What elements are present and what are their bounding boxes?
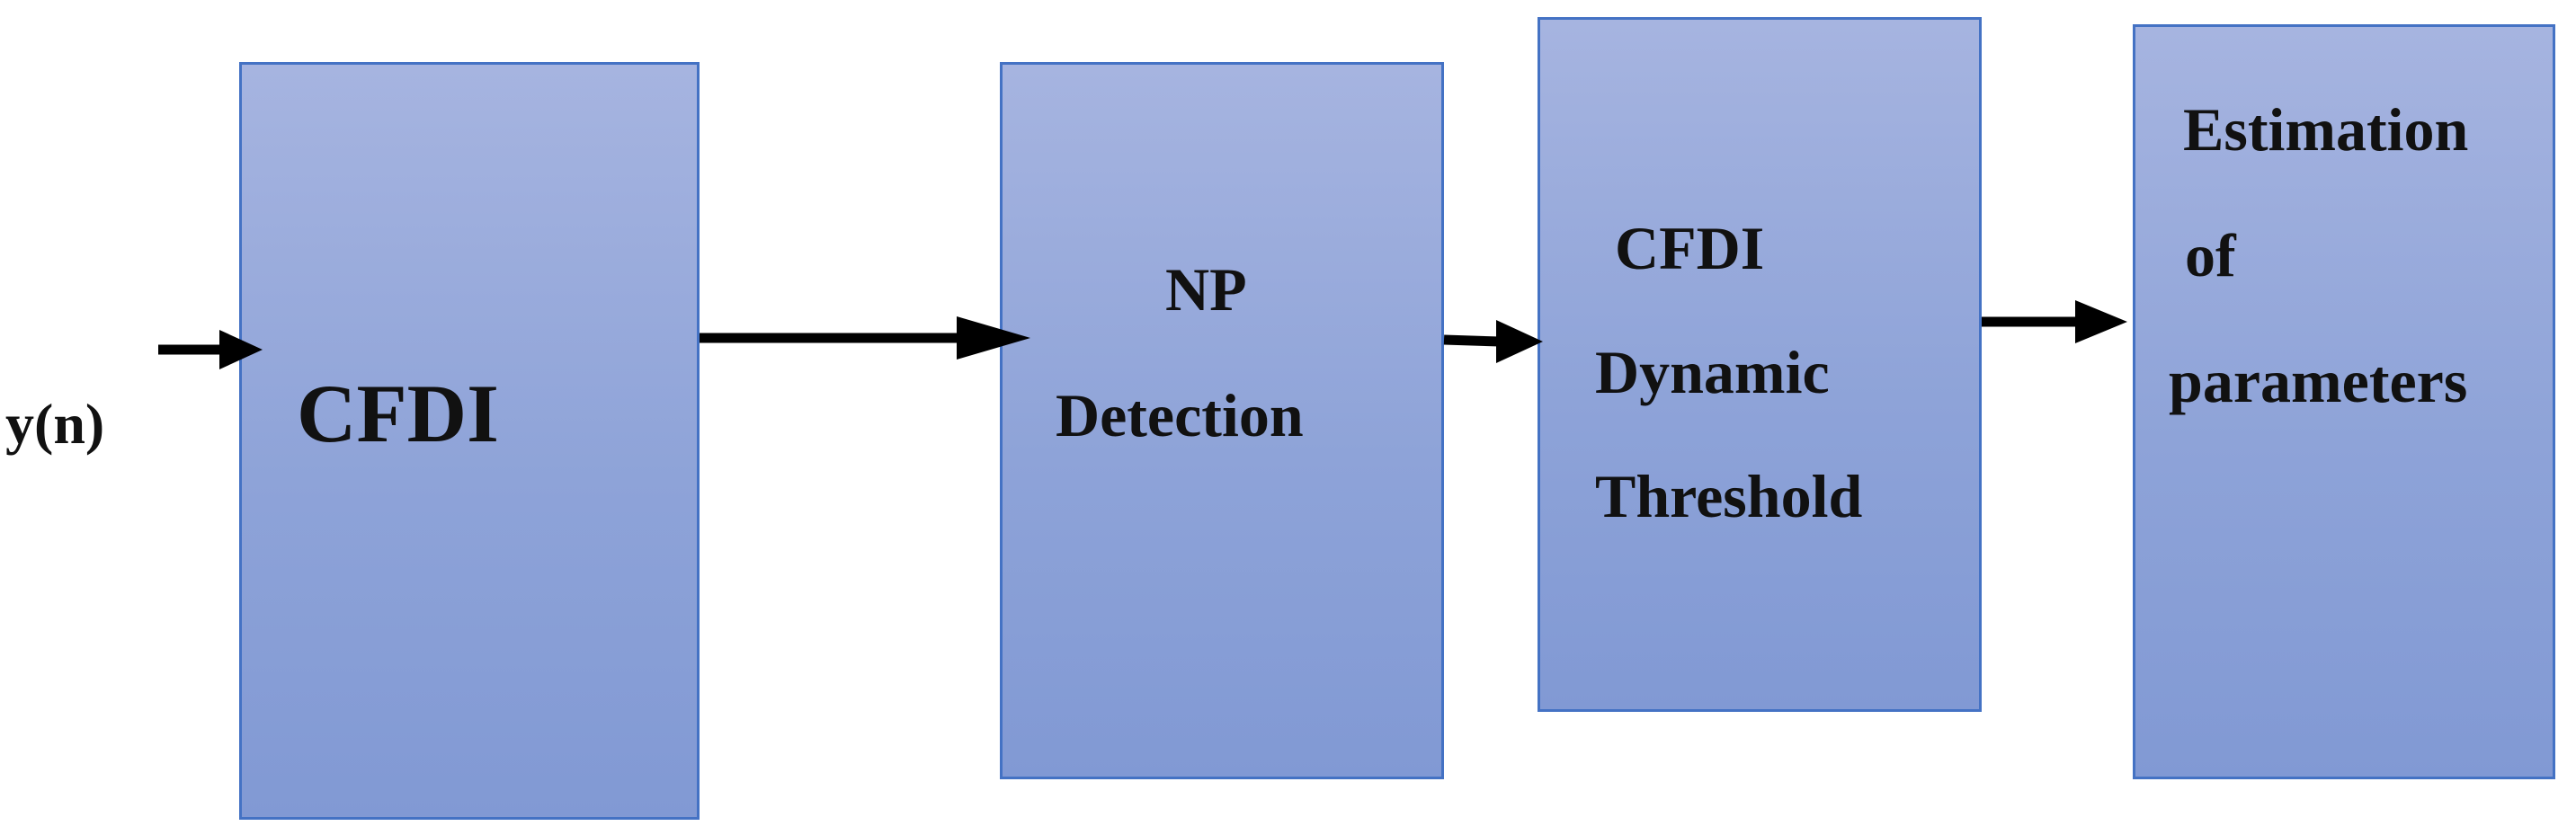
- cfdi-block-label: CFDI: [297, 368, 499, 459]
- estimation-block: [2133, 24, 2555, 779]
- cfdi-block: [239, 62, 700, 820]
- arrow-np-to-threshold-head: [1496, 320, 1543, 363]
- np-detection-block: [1000, 62, 1444, 779]
- arrow-np-to-threshold-shaft: [1443, 334, 1501, 347]
- estimation-label-line2: of: [2185, 221, 2236, 289]
- estimation-label-line1: Estimation: [2183, 95, 2469, 164]
- dynamic-threshold-block: [1538, 17, 1982, 712]
- estimation-label-line3: parameters: [2169, 347, 2468, 415]
- dynamic-threshold-label-line2: Dynamic: [1595, 338, 1830, 406]
- dynamic-threshold-label-line1: CFDI: [1615, 214, 1765, 282]
- input-arrow-head: [219, 330, 263, 369]
- np-detection-label-line1: NP: [1165, 255, 1247, 324]
- dynamic-threshold-label-line3: Threshold: [1595, 462, 1863, 530]
- arrow-threshold-to-estimation-head: [2075, 300, 2127, 343]
- np-detection-label-line2: Detection: [1056, 381, 1304, 449]
- input-signal-label: y(n): [5, 392, 105, 456]
- arrow-cfdi-to-np-head: [957, 316, 1030, 360]
